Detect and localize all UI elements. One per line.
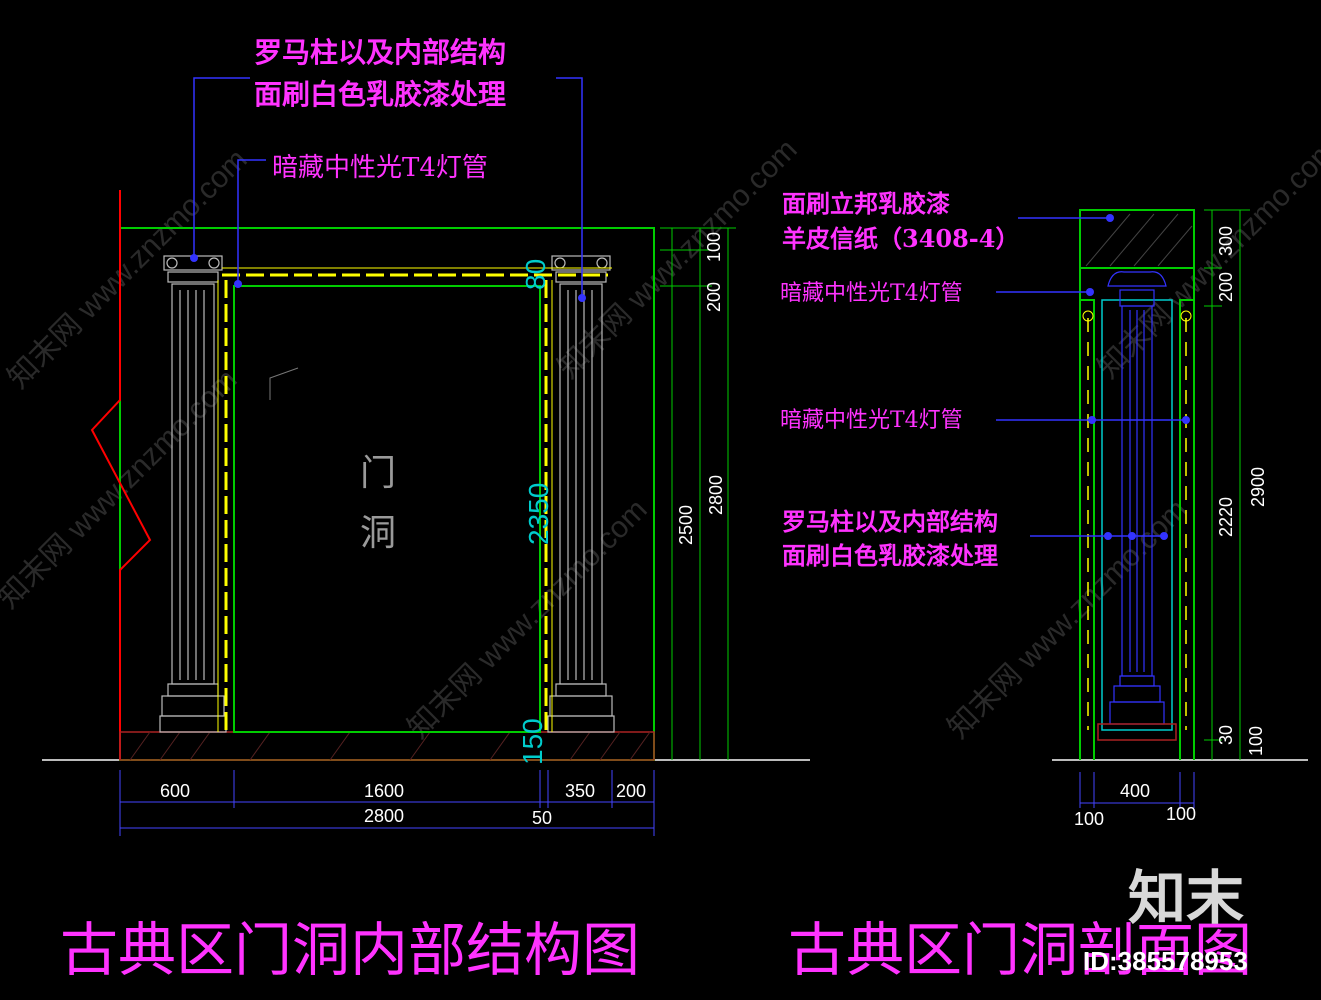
dim-s-100-right: 100: [1166, 804, 1196, 824]
logo-text: 知末: [1128, 864, 1244, 932]
title-section: 古典区门洞剖面图: [788, 916, 1252, 984]
dim-s-30: 30: [1216, 725, 1236, 745]
dim-s-100: 100: [1246, 726, 1266, 756]
dim-right-100: 100: [704, 232, 724, 262]
section-base: [1097, 723, 1177, 741]
door-label-2: 洞: [360, 513, 396, 554]
elevation-view: 门 洞 80 2350 150 罗马柱以及内部结构 面刷白色乳胶漆处理 暗藏中性…: [42, 36, 810, 836]
section-view: 面刷立邦乳胶漆 羊皮信纸（3408-4） 暗藏中性光T4灯管 暗藏中性光T4灯管…: [780, 189, 1308, 829]
dim-s-300: 300: [1216, 226, 1236, 256]
watermark-text: 知末网 www.znzmo.com: [1092, 133, 1321, 385]
dim-right-200: 200: [704, 282, 724, 312]
callout-roman-column-2: 面刷白色乳胶漆处理: [254, 78, 506, 111]
dim-s-100-left: 100: [1074, 809, 1104, 829]
door-label-1: 门: [360, 453, 396, 494]
callout-light-1: 暗藏中性光T4灯管: [780, 281, 963, 306]
watermark-text: 知末网 www.znzmo.com: [0, 363, 244, 615]
callout-roman-column-s1: 罗马柱以及内部结构: [782, 507, 998, 536]
title-elevation: 古典区门洞内部结构图: [60, 916, 640, 984]
dim-s-2220: 2220: [1216, 497, 1236, 537]
callout-roman-column-1: 罗马柱以及内部结构: [254, 36, 506, 69]
callout-roman-column-s2: 面刷白色乳胶漆处理: [782, 541, 998, 570]
break-line: [90, 190, 152, 760]
watermark-text: 知末网 www.znzmo.com: [552, 133, 804, 385]
dim-s-2900: 2900: [1248, 467, 1268, 507]
roman-column-left: [159, 255, 227, 733]
header-box: [1079, 209, 1195, 269]
wall-outline: [119, 227, 655, 761]
leader-lines: [193, 77, 583, 298]
dim-inner-150: 150: [517, 718, 548, 765]
dim-bottom-2800: 2800: [364, 806, 404, 826]
section-leaders: [996, 217, 1186, 537]
dim-bottom-50: 50: [532, 808, 552, 828]
callout-wallpaper-1: 面刷立邦乳胶漆: [782, 189, 950, 218]
callout-light: 暗藏中性光T4灯管: [272, 153, 488, 183]
dim-s-400: 400: [1120, 781, 1150, 801]
dim-bottom-600: 600: [160, 781, 190, 801]
dim-right-2500: 2500: [676, 505, 696, 545]
callout-wallpaper-2: 羊皮信纸（3408-4）: [782, 224, 1019, 253]
light-strip: [222, 273, 608, 732]
dim-inner-80: 80: [520, 259, 551, 290]
watermark-text: 知末网 www.znzmo.com: [2, 143, 254, 395]
section-column: [1107, 271, 1167, 725]
dim-bottom-350: 350: [565, 781, 595, 801]
logo-watermark: 知末 ID:385578953: [1083, 864, 1248, 976]
dim-bottom-200: 200: [616, 781, 646, 801]
section-light-strip: [1087, 318, 1187, 730]
callout-light-2: 暗藏中性光T4灯管: [780, 408, 963, 433]
dim-inner-2350: 2350: [523, 483, 554, 545]
dim-right-2800: 2800: [706, 475, 726, 515]
dim-s-200: 200: [1216, 272, 1236, 302]
logo-id: ID:385578953: [1083, 946, 1248, 976]
dim-bottom-1600: 1600: [364, 781, 404, 801]
door-opening: [233, 285, 541, 733]
watermark-layer: 知末网 www.znzmo.com 知末网 www.znzmo.com 知末网 …: [0, 133, 1321, 745]
